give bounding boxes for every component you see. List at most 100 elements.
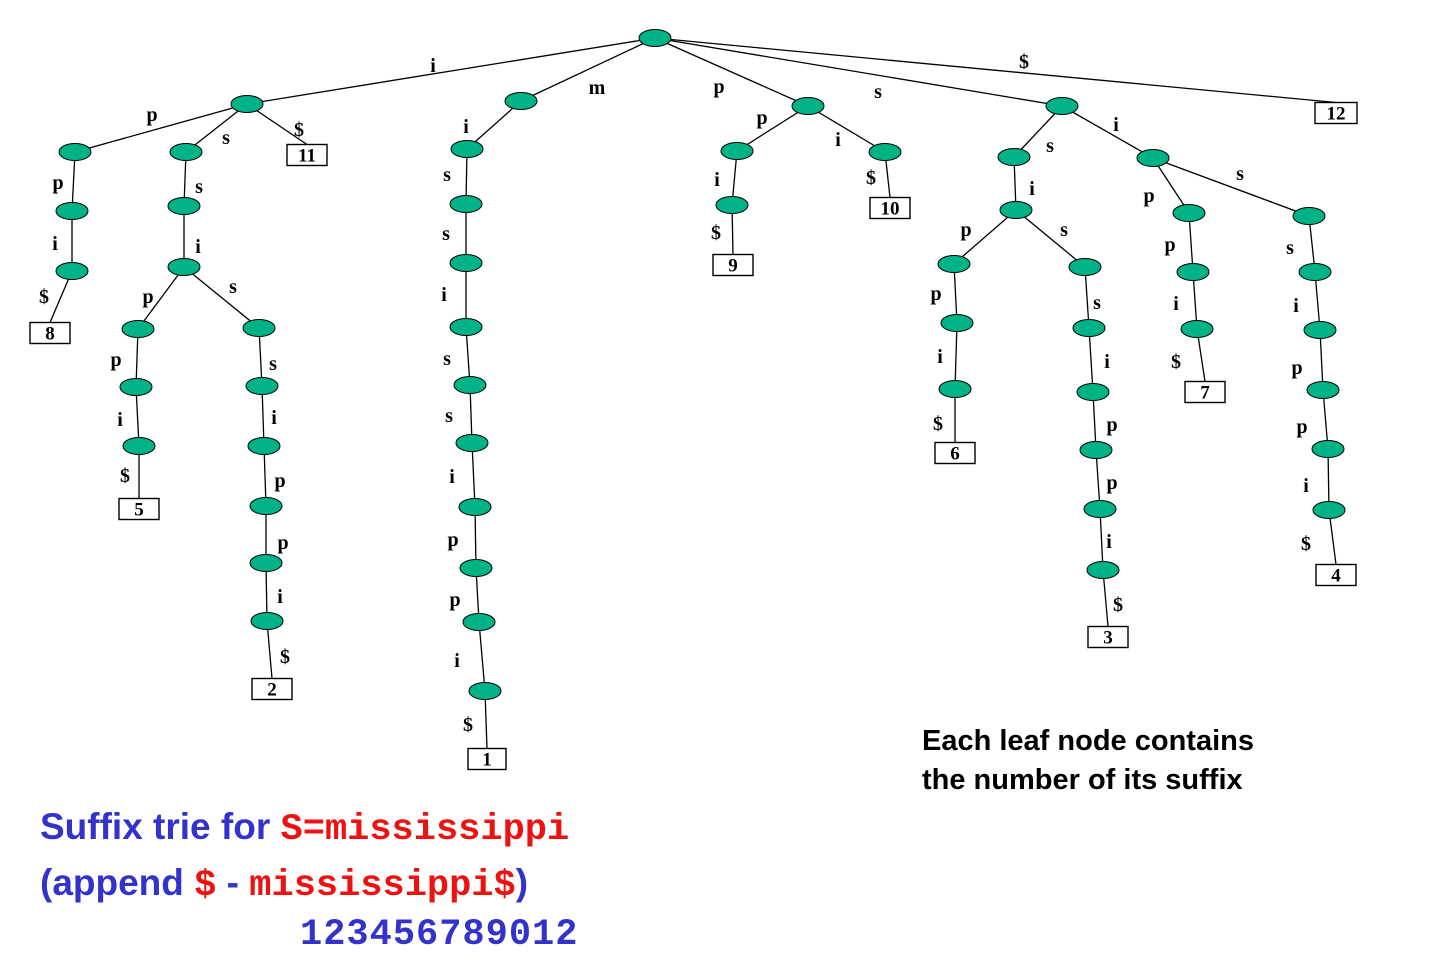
trie-node — [940, 314, 974, 332]
leaf-number: 5 — [134, 500, 144, 521]
edge-label: i — [1173, 293, 1179, 315]
edges-layer — [49, 37, 1337, 749]
title-line1: Suffix trie for S=mississippi — [40, 806, 569, 851]
edge-label: i — [937, 346, 943, 368]
trie-node — [938, 380, 972, 398]
edge-n_isss-n_isssi — [258, 327, 263, 387]
edge-label: i — [1106, 531, 1112, 553]
edge-n_m7-n_m8 — [474, 506, 477, 569]
edge-label: i — [441, 284, 447, 306]
edge-label: p — [52, 172, 63, 194]
title-string: S=mississippi — [280, 809, 570, 851]
edge-label: $ — [1113, 594, 1123, 616]
trie-node — [245, 377, 279, 395]
position-indices: 123456789012 — [300, 914, 579, 956]
edge-label: p — [142, 286, 153, 308]
edge-label: i — [714, 169, 720, 191]
trie-node — [1303, 321, 1337, 339]
edge-n_s-n_ss — [1013, 105, 1063, 158]
edge-label: p — [110, 349, 121, 371]
trie-node — [55, 262, 89, 280]
edge-labels-layer: ippi$ssippi$ssippi$$mississippi$ppi$i$ss… — [39, 51, 1311, 736]
trie-node — [1079, 441, 1113, 459]
edge-label: s — [195, 176, 203, 198]
edge-label: p — [1164, 234, 1175, 256]
edge-label: i — [1303, 475, 1309, 497]
leaf-number: 6 — [950, 444, 960, 465]
trie-node — [720, 142, 754, 160]
leaf-number: 2 — [267, 680, 277, 701]
nodes-layer — [55, 29, 1346, 700]
trie-node — [250, 612, 284, 630]
edge-n_issi-n_isss — [183, 266, 260, 329]
edge-label: $ — [294, 119, 304, 141]
trie-node — [468, 682, 502, 700]
edge-label: $ — [1171, 351, 1181, 373]
trie-node — [455, 434, 489, 452]
edge-n_m5-n_m6 — [469, 384, 473, 444]
edge-n_ippi_end-leaf2 — [266, 620, 273, 679]
edge-label: p — [1106, 414, 1117, 436]
leaf-box — [1314, 101, 1358, 125]
trie-node — [242, 319, 276, 337]
edge-n_si-n_sip — [1152, 157, 1190, 214]
leaf-box — [934, 441, 976, 465]
trie-node — [1086, 561, 1120, 579]
leaf-box — [29, 321, 71, 345]
edge-label: i — [195, 236, 201, 258]
edge-n_sis-n_siss — [1308, 215, 1316, 273]
edge-n_m6-n_m7 — [471, 442, 476, 508]
trie-node — [121, 320, 155, 338]
edge-n_sip-n_sipp — [1188, 212, 1194, 273]
edge-n_sipp-n_sippi — [1192, 271, 1198, 330]
trie-node — [1292, 207, 1326, 225]
edge-label: i — [271, 407, 277, 429]
trie-node — [504, 92, 538, 110]
leaf-box — [1315, 563, 1357, 587]
edge-label: $ — [39, 286, 49, 308]
edge-n_m8-n_m9 — [475, 567, 480, 623]
edge-label: s — [1046, 135, 1054, 157]
trie-node — [1045, 97, 1079, 115]
edge-root-n_m — [520, 37, 656, 102]
edge-n_isssip-n_isssipp — [263, 445, 267, 507]
edge-label: $ — [1019, 51, 1029, 73]
trie-node — [1306, 381, 1340, 399]
edge-label: i — [1293, 295, 1299, 317]
leaf-number: 7 — [1200, 383, 1210, 404]
edge-label: i — [1029, 178, 1035, 200]
edge-n_issipp-n_issippi — [135, 386, 140, 447]
edge-label: s — [1236, 163, 1244, 185]
edge-label: s — [1060, 219, 1068, 241]
edge-label: s — [1093, 292, 1101, 314]
edge-label: i — [835, 129, 841, 151]
leaf-number: 4 — [1331, 566, 1341, 587]
edge-label: $ — [120, 465, 130, 487]
trie-node — [791, 97, 825, 115]
edge-label: p — [960, 219, 971, 241]
trie-node — [122, 437, 156, 455]
edge-label: i — [277, 586, 283, 608]
edge-n_sssipp-n_sssippi — [1095, 449, 1101, 510]
edge-n_p-n_pp — [736, 105, 809, 152]
edge-label: i — [449, 466, 455, 488]
edge-label: p — [1291, 357, 1302, 379]
edge-label: i — [117, 409, 123, 431]
edge-n_ssip-n_ssipp — [953, 263, 958, 324]
trie-node — [167, 197, 201, 215]
trie-node — [937, 255, 971, 273]
edge-root-n_i — [246, 37, 656, 105]
trie-node — [462, 613, 496, 631]
edge-label: i — [1104, 351, 1110, 373]
leaf-box — [118, 497, 160, 521]
trie-node — [449, 254, 483, 272]
trie-node — [249, 554, 283, 572]
edge-root-n_s — [654, 37, 1063, 107]
trie-node — [1172, 204, 1206, 222]
edge-n_ssi-n_ssip — [953, 209, 1017, 265]
edge-label: s — [874, 81, 882, 103]
edge-label: p — [146, 104, 157, 126]
edge-label: i — [1113, 114, 1119, 136]
trie-node — [167, 258, 201, 276]
